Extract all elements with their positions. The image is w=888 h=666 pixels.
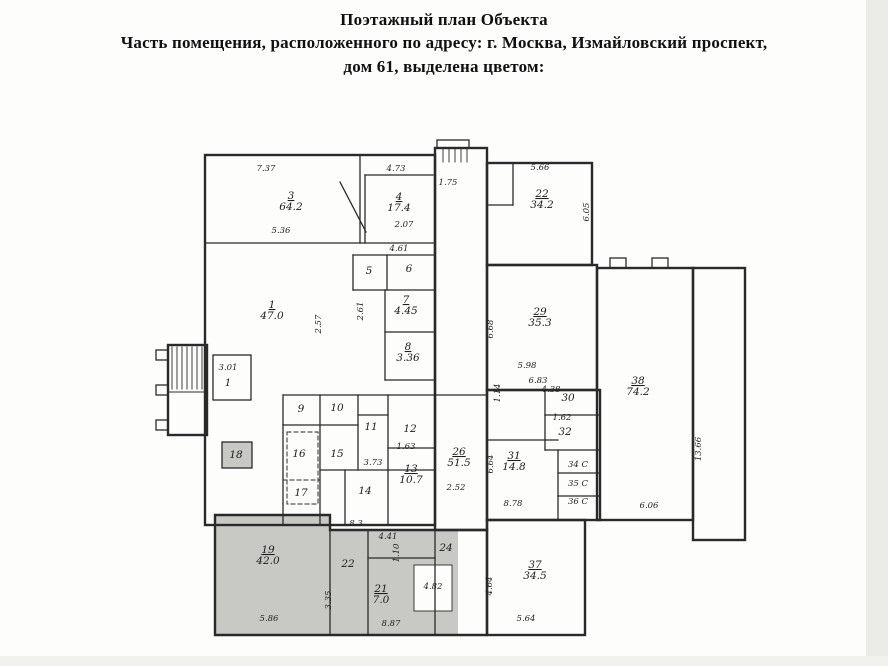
dimension-label-21: 4.64	[485, 577, 495, 597]
dimension-label-7: 6.05	[582, 203, 592, 222]
highlight-room-18	[222, 442, 252, 468]
room-label-9-16: 9	[298, 403, 305, 415]
dimension-label-11: 5.98	[518, 361, 538, 371]
dimension-label-27: 1.10	[392, 543, 402, 563]
room-label-14-22: 14	[358, 485, 371, 497]
dimension-label-31: 2.52	[446, 483, 466, 493]
dimension-label-23: 5.86	[260, 614, 280, 624]
document-title: Поэтажный план Объекта Часть помещения, …	[0, 8, 888, 78]
room-label-16-20: 16	[292, 448, 306, 460]
dimension-label-0: 7.37	[257, 164, 277, 174]
dimension-label-5: 2.07	[394, 220, 415, 230]
room-label-10-17: 10	[330, 402, 344, 414]
highlight-cutout	[414, 565, 452, 611]
dimension-label-4: 5.36	[272, 226, 292, 236]
dimension-label-1: 4.73	[386, 164, 406, 174]
dashed-partitions	[282, 431, 321, 505]
room-label-6-15: 6	[406, 263, 413, 275]
dimension-label-34: 35 С	[568, 479, 589, 489]
scan-edge-right	[866, 0, 888, 666]
dimension-label-3: 5.66	[531, 163, 551, 173]
title-line-3: дом 61, выделена цветом:	[343, 56, 545, 76]
dimension-label-17: 8.78	[504, 499, 524, 509]
dimension-label-15: 1.62	[553, 413, 572, 423]
dimension-label-18: 6.06	[640, 501, 660, 511]
dimension-label-26: 4.41	[378, 532, 398, 542]
room-label-11-18: 11	[364, 421, 377, 433]
highlight-main	[215, 515, 458, 635]
dimension-label-33: 34 С	[568, 460, 589, 470]
room-label-1-29: 1	[225, 377, 232, 389]
dimension-label-12: 6.83	[529, 376, 548, 386]
room-label-32-25: 32	[558, 426, 572, 438]
room-label-24-27: 24	[438, 542, 452, 554]
interior-walls	[204, 154, 601, 636]
dimension-label-35: 36 С	[568, 497, 589, 507]
dimension-label-2: 1.75	[439, 178, 458, 188]
dimension-label-22: 8.87	[382, 619, 402, 629]
scan-edge-bottom	[0, 656, 888, 666]
dimension-label-6: 4.61	[389, 244, 409, 254]
dimension-label-30: 3.73	[364, 458, 383, 468]
dimension-label-24: 3.35	[324, 591, 334, 610]
dimension-label-25: 8.3	[349, 519, 363, 529]
dimension-label-19: 13.66	[694, 436, 704, 461]
title-line-1: Поэтажный план Объекта	[340, 10, 548, 29]
room-label-30-24: 30	[561, 392, 575, 404]
title-line-2: Часть помещения, расположенного по адрес…	[120, 33, 768, 53]
dimension-label-13: 1.14	[493, 384, 503, 403]
room-label-5-14: 5	[366, 265, 373, 277]
dimension-label-16: 6.64	[486, 455, 496, 474]
dimension-label-28: 4.82	[423, 582, 443, 592]
staircase	[167, 147, 468, 393]
room-label-17-21: 17	[294, 487, 308, 499]
outer-walls	[155, 139, 747, 637]
room-label-18-26: 18	[229, 449, 243, 461]
dimension-label-20: 5.64	[517, 614, 536, 624]
dimension-label-10: 6.68	[486, 319, 496, 339]
room-label-22-28: 22	[340, 558, 355, 570]
highlighted-area	[215, 442, 458, 635]
dimension-label-29: 1.63	[397, 442, 416, 452]
dimension-label-8: 2.57	[314, 314, 324, 335]
room-label-15-19: 15	[330, 448, 344, 460]
room-label-12-23: 12	[403, 423, 417, 435]
dimension-label-32: 3.01	[219, 363, 238, 373]
dimension-label-9: 2.61	[356, 302, 366, 322]
dimension-label-14: 4.38	[541, 385, 562, 395]
